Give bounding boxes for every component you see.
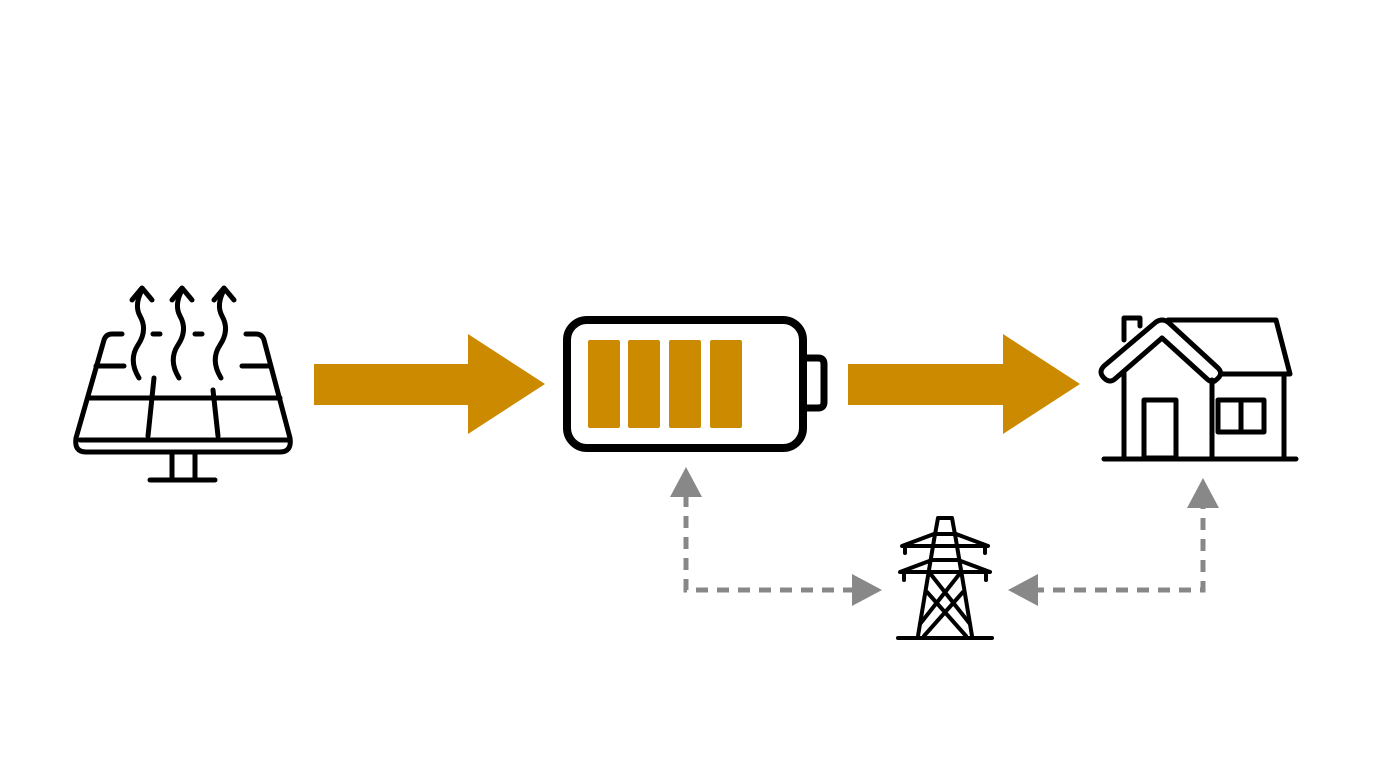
house-icon — [1098, 315, 1299, 462]
battery-cell — [710, 340, 742, 428]
arrowhead-left-icon — [1008, 574, 1038, 606]
grid-battery-dashed-link — [670, 467, 882, 606]
solar-panel-icon — [73, 285, 293, 483]
power-tower-icon — [896, 516, 994, 640]
grid-house-dashed-link — [1008, 478, 1219, 606]
flow-arrow-battery-to-house — [848, 334, 1080, 434]
battery-cell — [628, 340, 660, 428]
battery-cell — [669, 340, 701, 428]
flow-arrow-solar-to-battery — [314, 334, 545, 434]
arrowhead-right-icon — [852, 574, 882, 606]
battery-icon — [563, 316, 828, 452]
battery-cell — [588, 340, 620, 428]
arrowhead-up-icon — [670, 467, 702, 497]
arrowhead-up-icon — [1187, 478, 1219, 508]
